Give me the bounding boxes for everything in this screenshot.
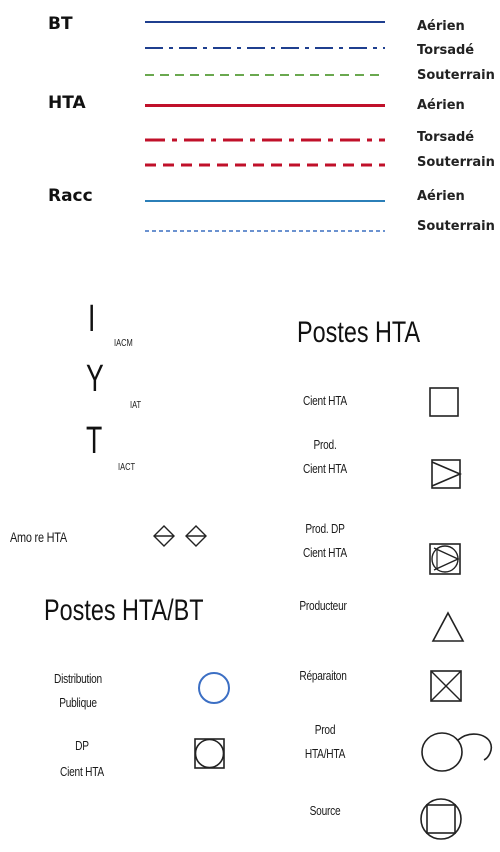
hta-torsade-label: Torsadé xyxy=(417,130,475,145)
producteur-label: Producteur xyxy=(299,598,347,613)
triangle-icon xyxy=(431,611,465,642)
bt-torsade-line xyxy=(145,47,385,49)
racc-aerien-label: Aérien xyxy=(417,189,465,204)
prod-dp-client-hta-label: Prod. DP Cient HTA xyxy=(303,521,347,560)
dp-client-hta-label: DP Cient HTA xyxy=(60,738,104,779)
square-triangle-icon xyxy=(431,459,463,489)
circle-square-icon xyxy=(420,798,462,840)
bt-souterrain-label: Souterrain xyxy=(417,68,495,83)
postes-htabt-title: Postes HTA/BT xyxy=(44,594,204,627)
client-hta-label: Cient HTA xyxy=(303,393,347,408)
circle-loop-icon xyxy=(421,732,493,772)
hta-torsade-line xyxy=(145,138,385,142)
racc-souterrain-line xyxy=(145,230,385,232)
prod-client-hta-label: Prod. Cient HTA xyxy=(303,437,347,476)
reparation-label: Réparaiton xyxy=(299,668,347,683)
iact-glyph: T xyxy=(86,420,103,462)
square-double-triangle-icon xyxy=(429,543,461,575)
square-icon xyxy=(429,387,459,417)
source-label: Source xyxy=(309,803,341,818)
hta-aerien-line xyxy=(145,104,385,107)
bt-aerien-label: Aérien xyxy=(417,19,465,34)
iacm-label: IACM xyxy=(114,338,133,349)
iacm-glyph: I xyxy=(88,298,96,340)
racc-souterrain-label: Souterrain xyxy=(417,219,495,234)
iact-label: IACT xyxy=(118,462,136,473)
hta-aerien-label: Aérien xyxy=(417,98,465,113)
distribution-publique-label: Distribution Publique xyxy=(54,671,102,710)
iat-label: IAT xyxy=(130,400,142,411)
bt-souterrain-line xyxy=(145,74,385,76)
amorce-hta-label: Amo re HTA xyxy=(10,529,67,545)
bt-torsade-label: Torsadé xyxy=(417,43,475,58)
hta-souterrain-line xyxy=(145,163,385,167)
group-label-bt: BT xyxy=(48,14,73,34)
bt-aerien-line xyxy=(145,21,385,23)
postes-hta-title: Postes HTA xyxy=(297,316,421,349)
iat-glyph: Y xyxy=(86,358,104,400)
blue-circle-icon xyxy=(198,672,230,704)
group-label-hta: HTA xyxy=(48,93,86,113)
prod-hta-hta-label: Prod HTA/HTA xyxy=(304,722,346,761)
hta-souterrain-label: Souterrain xyxy=(417,155,495,170)
amorce-diamond-icon xyxy=(153,525,207,547)
racc-aerien-line xyxy=(145,200,385,202)
group-label-racc: Racc xyxy=(48,186,93,206)
square-circle-icon xyxy=(194,738,225,769)
square-cross-icon xyxy=(430,670,462,702)
